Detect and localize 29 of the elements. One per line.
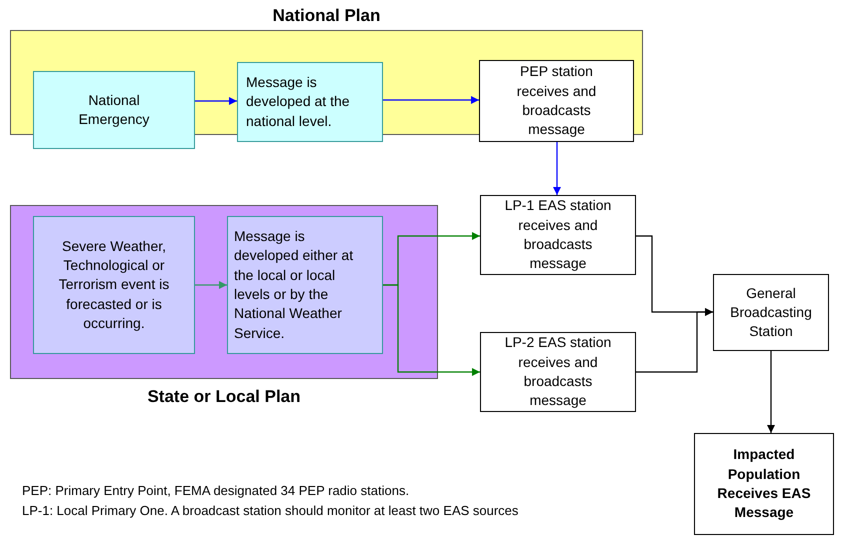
process-box (713, 274, 829, 351)
box-text: General Broadcasting Station (729, 284, 813, 342)
box-text: Message is developed at the national level. (246, 73, 351, 131)
arrow (383, 284, 480, 376)
process-box (480, 332, 636, 412)
box-text: LP-2 EAS station receives and broadcasts message (504, 333, 612, 410)
box-text: PEP station receives and broadcasts message (516, 62, 598, 140)
process-box (479, 60, 634, 142)
arrow (383, 96, 479, 104)
process-box (694, 433, 834, 535)
arrow (767, 351, 775, 433)
process-box (33, 216, 195, 354)
box-text: Message is developed either at the local or local levels or by the National Weather Service. (234, 227, 354, 343)
process-box (237, 62, 383, 142)
process-box (480, 195, 636, 275)
arrow (636, 308, 713, 373)
box-text: National Emergency (78, 90, 150, 129)
section-heading: State or Local Plan (146, 386, 302, 408)
box-text: Severe Weather, Technological or Terrorism event is forecasted or is occurring. (58, 236, 170, 333)
box-text: Impacted Population Receives EAS Message (716, 445, 812, 522)
arrow (553, 142, 561, 195)
footnote: PEP: Primary Entry Point, FEMA designated 34 PEP radio stations. (22, 483, 410, 498)
section-heading: National Plan (272, 5, 382, 27)
process-box (33, 71, 195, 149)
process-box (227, 216, 383, 354)
footnote: LP-1: Local Primary One. A broadcast station should monitor at least two EAS sources (22, 503, 518, 518)
arrow (195, 281, 227, 289)
arrow (195, 97, 237, 105)
box-text: LP-1 EAS station receives and broadcasts message (504, 196, 612, 274)
